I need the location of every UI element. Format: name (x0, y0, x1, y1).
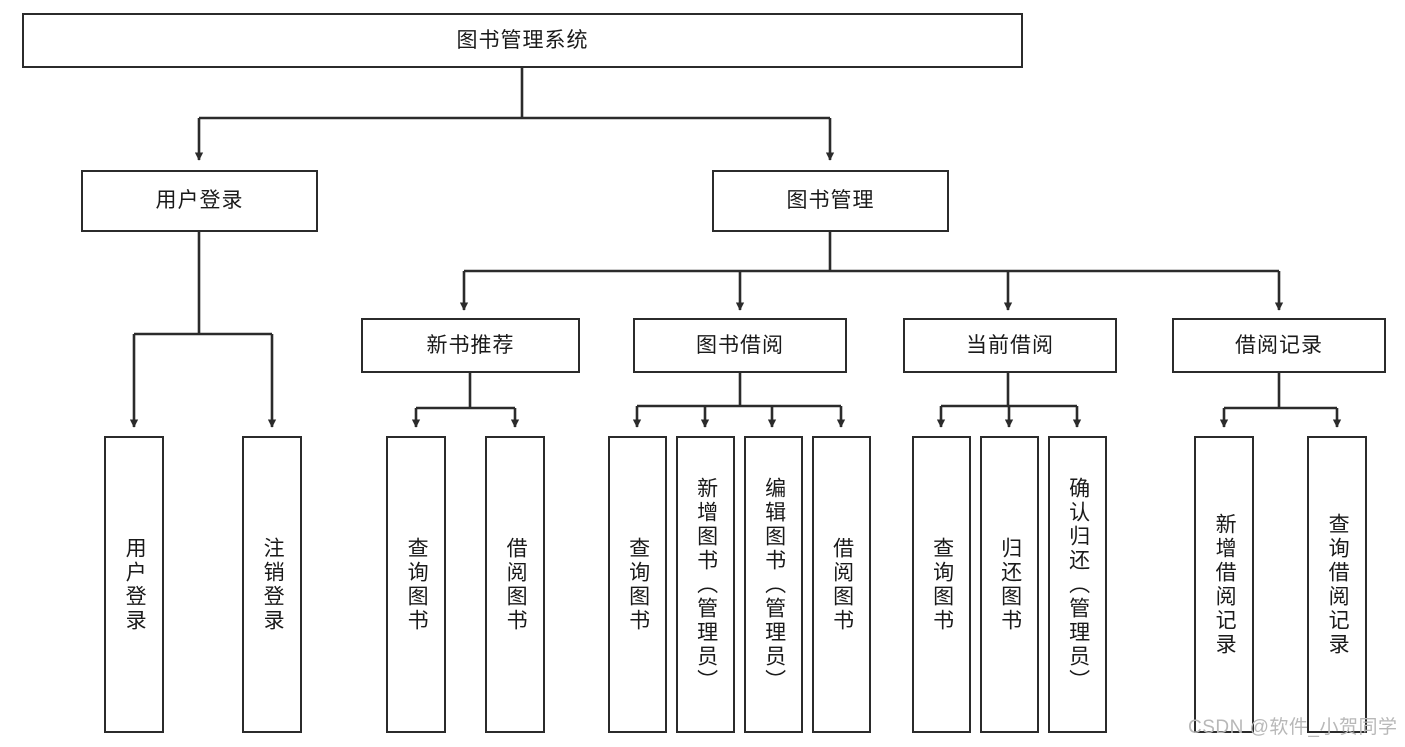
leaf-current-borrow-return[interactable]: 归还图书 (980, 436, 1039, 733)
node-label: 用户登录 (155, 189, 244, 213)
leaf-current-borrow-confirm-admin[interactable]: 确认归还（管理员） (1048, 436, 1107, 733)
node-label: 借阅图书 (504, 536, 528, 633)
node-label: 图书管理 (786, 189, 875, 213)
node-current-borrow[interactable]: 当前借阅 (903, 318, 1117, 373)
node-label: 图书管理系统 (456, 28, 589, 52)
leaf-book-borrow-add-admin[interactable]: 新增图书（管理员） (676, 436, 735, 733)
leaf-current-borrow-query[interactable]: 查询图书 (912, 436, 971, 733)
node-label: 查询图书 (930, 536, 954, 633)
node-label: 编辑图书（管理员） (762, 476, 786, 693)
node-user-login[interactable]: 用户登录 (81, 170, 318, 232)
node-label: 借阅记录 (1235, 333, 1323, 357)
node-label: 确认归还（管理员） (1066, 476, 1090, 693)
node-label: 当前借阅 (966, 333, 1054, 357)
node-label: 用户登录 (123, 536, 147, 633)
leaf-book-borrow-borrow[interactable]: 借阅图书 (812, 436, 871, 733)
node-label: 查询图书 (405, 536, 429, 633)
leaf-new-book-query[interactable]: 查询图书 (386, 436, 446, 733)
leaf-new-book-borrow[interactable]: 借阅图书 (485, 436, 545, 733)
leaf-borrow-record-query[interactable]: 查询借阅记录 (1307, 436, 1367, 733)
node-label: 注销登录 (261, 536, 285, 633)
node-label: 查询图书 (626, 536, 650, 633)
node-label: 归还图书 (998, 536, 1022, 633)
node-label: 查询借阅记录 (1326, 512, 1350, 657)
node-label: 新增借阅记录 (1213, 512, 1237, 657)
watermark-text: CSDN @软件_小贺同学 (1188, 717, 1398, 738)
node-label: 新增图书（管理员） (694, 476, 718, 693)
node-label: 借阅图书 (830, 536, 854, 633)
node-borrow-record[interactable]: 借阅记录 (1172, 318, 1386, 373)
node-new-book-recommend[interactable]: 新书推荐 (361, 318, 580, 373)
leaf-book-borrow-query[interactable]: 查询图书 (608, 436, 667, 733)
leaf-user-login-logout[interactable]: 注销登录 (242, 436, 302, 733)
node-book-management[interactable]: 图书管理 (712, 170, 949, 232)
node-book-borrow[interactable]: 图书借阅 (633, 318, 847, 373)
node-label: 图书借阅 (696, 333, 784, 357)
leaf-borrow-record-add[interactable]: 新增借阅记录 (1194, 436, 1254, 733)
leaf-book-borrow-edit-admin[interactable]: 编辑图书（管理员） (744, 436, 803, 733)
node-label: 新书推荐 (426, 333, 515, 357)
node-root-book-management-system[interactable]: 图书管理系统 (22, 13, 1023, 68)
leaf-user-login-login[interactable]: 用户登录 (104, 436, 164, 733)
